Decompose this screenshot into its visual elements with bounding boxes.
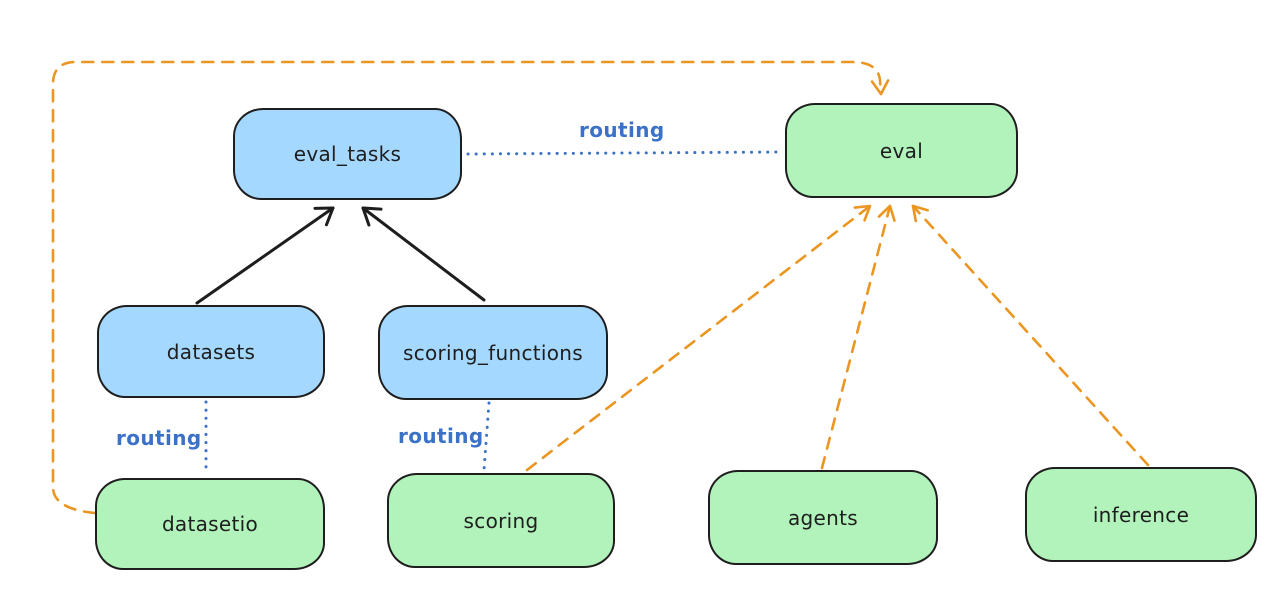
node-eval-tasks-label: eval_tasks: [293, 142, 402, 166]
node-inference: inference: [1025, 467, 1257, 562]
node-scoring-functions: scoring_functions: [378, 305, 608, 400]
edge-datasets-to-eval-tasks: [195, 206, 335, 305]
edge-label-routing-datasets-datasetio: routing: [116, 426, 202, 450]
node-scoring-functions-label: scoring_functions: [402, 340, 584, 365]
node-datasetio-label: datasetio: [161, 512, 259, 536]
edge-label-routing-scoring-functions-scoring: routing: [398, 424, 484, 448]
node-agents-label: agents: [788, 505, 858, 530]
edge-eval-tasks-to-eval-routing: [466, 150, 785, 156]
node-scoring: scoring: [387, 473, 615, 568]
node-agents: agents: [708, 470, 938, 565]
node-scoring-label: scoring: [463, 508, 539, 533]
node-datasets-label: datasets: [166, 339, 256, 364]
edge-datasetio-to-eval: [51, 60, 890, 515]
node-eval: eval: [785, 103, 1018, 198]
edge-label-routing-eval-tasks-eval: routing: [579, 118, 665, 142]
node-inference-label: inference: [1092, 502, 1190, 527]
node-datasets: datasets: [97, 305, 325, 398]
edge-scoring-functions-to-eval-tasks: [361, 206, 486, 302]
node-datasetio: datasetio: [95, 478, 325, 570]
edge-agents-to-eval: [820, 204, 896, 470]
node-eval-label: eval: [879, 138, 924, 163]
edge-scoring-functions-to-scoring-routing: [482, 401, 491, 472]
edge-scoring-to-eval: [525, 204, 872, 472]
edge-inference-to-eval: [911, 204, 1150, 467]
node-eval-tasks: eval_tasks: [233, 108, 462, 200]
